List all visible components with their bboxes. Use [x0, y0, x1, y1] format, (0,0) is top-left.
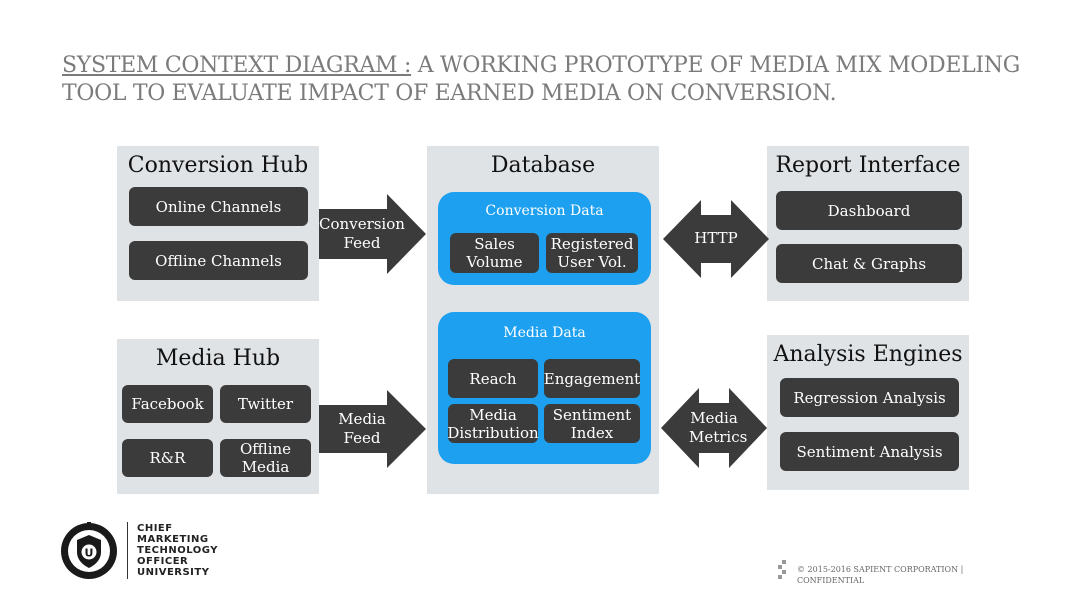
analysis-engines-panel: Analysis Engines Regression Analysis Sen… — [767, 335, 969, 490]
media-hub-panel: Media Hub Facebook Twitter R&R Offline M… — [117, 339, 319, 494]
copyright-notice: © 2015-2016 SAPIENT CORPORATION | CONFID… — [797, 564, 963, 586]
media-data-group: Media Data Reach Engagement Media Distri… — [438, 312, 651, 464]
reach-box: Reach — [448, 359, 538, 398]
offline-media-box: Offline Media — [220, 439, 311, 477]
right-arrow-shape — [319, 194, 426, 274]
conversion-hub-panel: Conversion Hub Online Channels Offline C… — [117, 146, 319, 301]
logo-divider — [127, 522, 128, 579]
sapient-logo-icon — [778, 560, 792, 586]
engagement-box: Engagement — [544, 359, 640, 398]
sentiment-analysis-box: Sentiment Analysis — [780, 432, 959, 471]
r-and-r-box: R&R — [122, 439, 213, 477]
logo-line-3: TECHNOLOGY — [137, 545, 218, 556]
double-arrow-shape — [663, 200, 769, 278]
database-panel: Database Conversion Data Sales Volume Re… — [427, 146, 659, 494]
logo-letter: U — [85, 547, 94, 560]
copyright-text: © 2015-2016 SAPIENT CORPORATION | — [797, 565, 964, 574]
media-distribution-box: Media Distribution — [447, 404, 539, 443]
conversion-hub-title: Conversion Hub — [127, 153, 309, 178]
media-hub-title: Media Hub — [155, 346, 281, 371]
conversion-data-title: Conversion Data — [485, 203, 604, 219]
media-metrics-label: Media Metrics — [689, 409, 748, 446]
media-feed-label: Media Feed — [338, 410, 386, 447]
double-arrow-shape — [661, 388, 767, 468]
http-label: HTTP — [694, 229, 738, 247]
report-interface-title: Report Interface — [775, 153, 961, 178]
media-metrics-arrow: Media Metrics — [661, 388, 767, 468]
conversion-feed-label: Conversion Feed — [319, 215, 405, 252]
title-lead: SYSTEM CONTEXT DIAGRAM : — [62, 53, 412, 78]
right-arrow-shape — [319, 390, 426, 468]
logo-line-4: OFFICER — [137, 556, 189, 567]
report-interface-panel: Report Interface Dashboard Chat & Graphs — [767, 146, 969, 301]
slide-title: SYSTEM CONTEXT DIAGRAM : A WORKING PROTO… — [62, 52, 1042, 108]
cmto-university-logo: U — [60, 520, 118, 584]
confidential-text: CONFIDENTIAL — [797, 576, 865, 585]
offline-channels-box: Offline Channels — [129, 241, 308, 280]
dashboard-box: Dashboard — [776, 191, 962, 230]
regression-analysis-box: Regression Analysis — [780, 378, 959, 417]
media-feed-arrow: Media Feed — [319, 390, 426, 468]
twitter-box: Twitter — [220, 385, 311, 423]
chat-graphs-box: Chat & Graphs — [776, 244, 962, 283]
logo-line-1: CHIEF — [137, 523, 173, 534]
logo-line-2: MARKETING — [137, 534, 209, 545]
facebook-box: Facebook — [122, 385, 213, 423]
media-data-title: Media Data — [503, 325, 586, 341]
analysis-engines-title: Analysis Engines — [773, 342, 963, 367]
conversion-feed-arrow: Conversion Feed — [319, 194, 426, 274]
sentiment-index-box: Sentiment Index — [544, 404, 640, 443]
http-arrow: HTTP — [663, 200, 769, 278]
logo-wordmark: CHIEF MARKETING TECHNOLOGY OFFICER UNIVE… — [137, 523, 218, 578]
database-title: Database — [490, 153, 596, 178]
conversion-data-group: Conversion Data Sales Volume Registered … — [438, 192, 651, 285]
registered-user-vol-box: Registered User Vol. — [546, 233, 638, 273]
title-rest: A WORKING PROTOTYPE OF MEDIA MIX MODELIN… — [62, 53, 1021, 106]
shield-laurel-icon: U — [61, 522, 117, 579]
sales-volume-box: Sales Volume — [450, 233, 539, 273]
online-channels-box: Online Channels — [129, 187, 308, 226]
logo-line-5: UNIVERSITY — [137, 567, 210, 578]
